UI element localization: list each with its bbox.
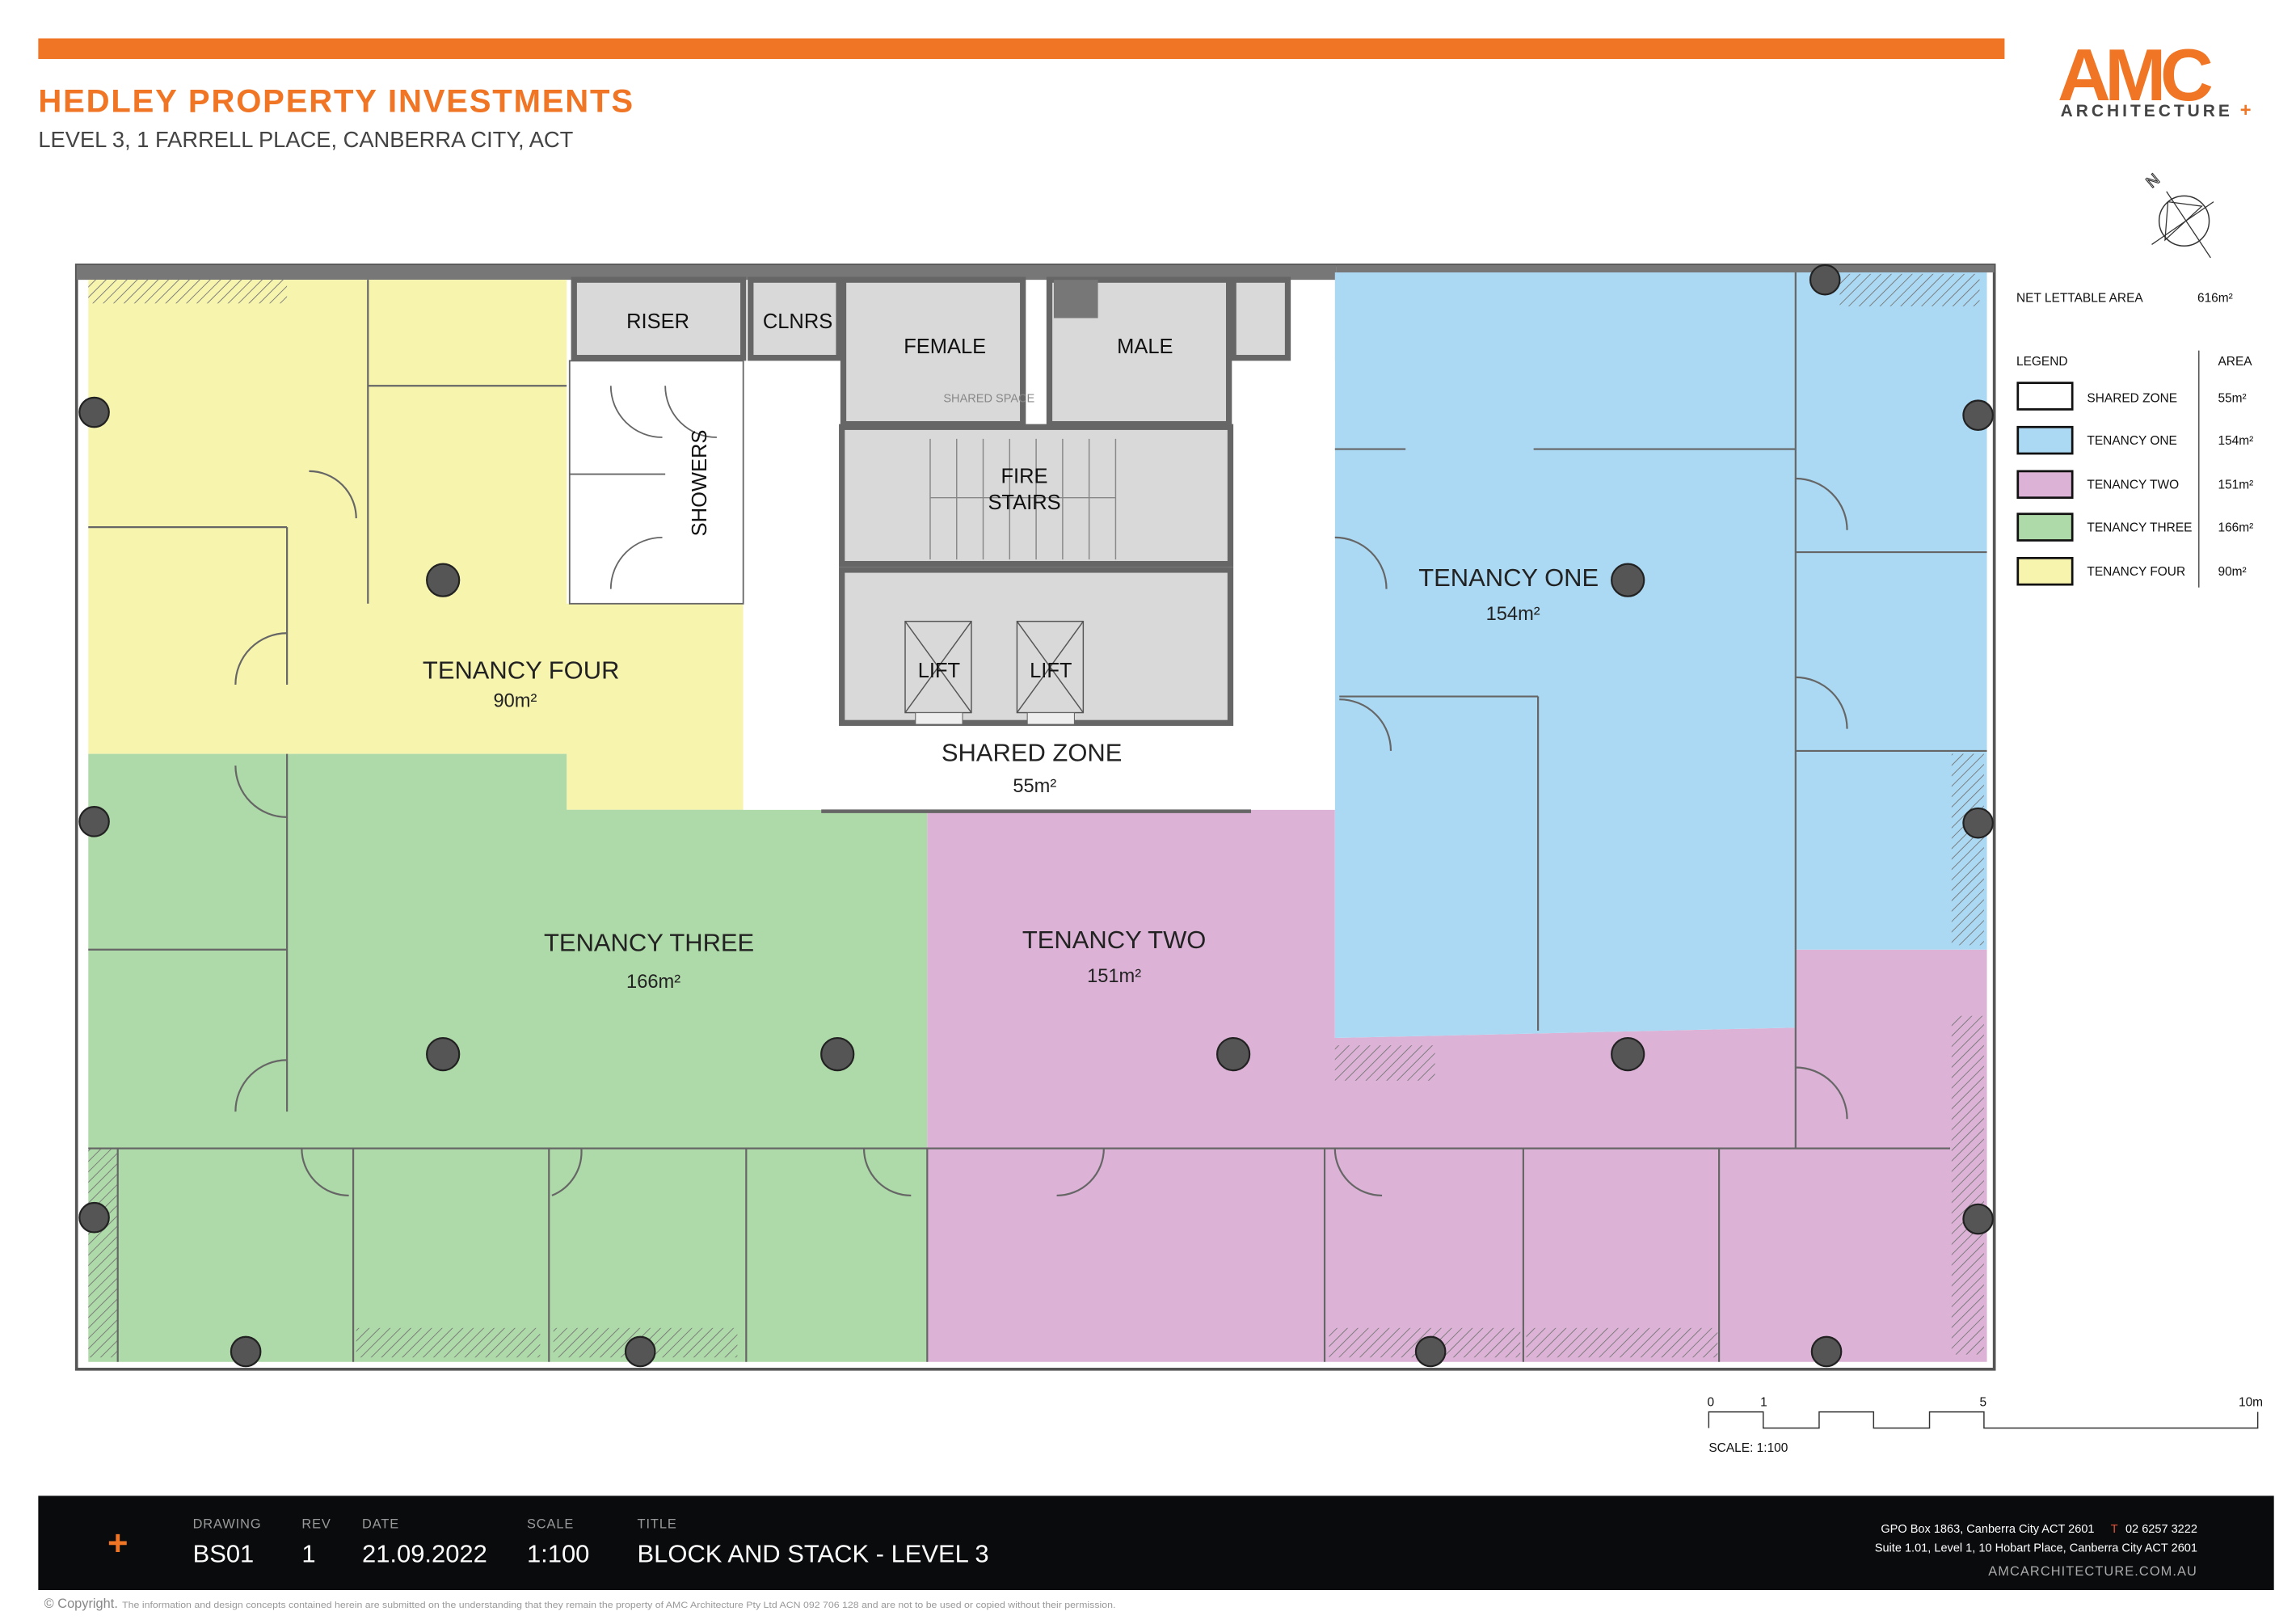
scale-bar: 0 1 5 10m SCALE: 1:100: [1708, 1395, 2264, 1454]
legend-item-shared-zone: SHARED ZONE 55m²: [2016, 382, 2247, 411]
svg-text:0: 0: [1708, 1395, 1715, 1409]
svg-text:10m: 10m: [2239, 1395, 2263, 1409]
area-shared-zone: 55m²: [1013, 776, 1056, 797]
svg-text:T: T: [2111, 1523, 2118, 1536]
room-lift-1: LIFT: [918, 660, 960, 682]
header-accent-bar: [38, 38, 2005, 59]
svg-text:SHOWERS: SHOWERS: [689, 430, 711, 537]
structural-columns: [78, 264, 1994, 1368]
svg-text:55m²: 55m²: [2218, 391, 2246, 405]
drawing-date: 21.09.2022: [362, 1539, 487, 1567]
legend: NET LETTABLE AREA 616m² LEGEND AREA SHAR…: [2016, 291, 2253, 588]
svg-text:ARCHITECTURE: ARCHITECTURE: [2061, 102, 2233, 120]
project-title: HEDLEY PROPERTY INVESTMENTS: [38, 84, 634, 120]
label-shared-zone: SHARED ZONE: [942, 739, 1122, 767]
svg-text:DATE: DATE: [362, 1516, 399, 1531]
showers-room: SHOWERS: [568, 360, 744, 605]
svg-text:Suite 1.01, Level 1, 10 Hobart: Suite 1.01, Level 1, 10 Hobart Place, Ca…: [1875, 1542, 2197, 1555]
area-tenancy-two: 151m²: [1087, 966, 1141, 987]
drawing-number: BS01: [193, 1539, 255, 1567]
svg-text:154m²: 154m²: [2218, 434, 2253, 448]
room-riser: RISER: [626, 310, 689, 333]
legend-title: LEGEND: [2016, 355, 2068, 369]
area-tenancy-one: 154m²: [1486, 604, 1540, 625]
svg-text:DRAWING: DRAWING: [193, 1516, 262, 1531]
room-lift-2: LIFT: [1030, 660, 1072, 682]
svg-text:TITLE: TITLE: [638, 1516, 677, 1531]
label-tenancy-three: TENANCY THREE: [544, 929, 754, 957]
svg-text:+: +: [2240, 100, 2252, 121]
svg-text:TENANCY THREE: TENANCY THREE: [2087, 521, 2192, 535]
copyright-label: © Copyright.: [44, 1597, 118, 1611]
room-male: MALE: [1117, 335, 1173, 358]
svg-text:TENANCY ONE: TENANCY ONE: [2087, 434, 2176, 448]
website-link[interactable]: AMCARCHITECTURE.COM.AU: [1988, 1564, 2197, 1579]
room-shared-space: SHARED SPACE: [943, 392, 1034, 405]
zone-tenancy-two[interactable]: [927, 809, 1987, 1362]
copyright-text: The information and design concepts cont…: [122, 1601, 1115, 1610]
legend-item-tenancy-one: TENANCY ONE 154m²: [2016, 425, 2253, 455]
room-fire-stairs: FIRE: [1001, 465, 1047, 487]
svg-text:AMC: AMC: [2058, 35, 2212, 116]
label-tenancy-four: TENANCY FOUR: [423, 656, 620, 685]
legend-item-tenancy-four: TENANCY FOUR 90m²: [2016, 556, 2247, 586]
drawing-title: BLOCK AND STACK - LEVEL 3: [638, 1539, 989, 1567]
svg-text:1: 1: [1760, 1395, 1767, 1409]
scale-label: SCALE: 1:100: [1708, 1441, 1788, 1455]
legend-item-tenancy-two: TENANCY TWO 151m²: [2016, 470, 2253, 500]
svg-text:166m²: 166m²: [2218, 521, 2253, 535]
svg-text:STAIRS: STAIRS: [988, 491, 1060, 514]
north-arrow-icon: N: [2142, 170, 2214, 259]
drawing-scale: 1:100: [527, 1539, 589, 1567]
amc-logo: AMC ARCHITECTURE +: [2058, 35, 2252, 121]
plus-icon: +: [107, 1523, 128, 1563]
svg-text:GPO Box 1863, Canberra City AC: GPO Box 1863, Canberra City ACT 2601: [1881, 1523, 2094, 1536]
legend-area-header: AREA: [2218, 355, 2252, 369]
svg-text:02 6257 3222: 02 6257 3222: [2125, 1523, 2197, 1536]
net-lettable-value: 616m²: [2197, 291, 2233, 305]
area-tenancy-four: 90m²: [493, 690, 537, 711]
svg-text:5: 5: [1979, 1395, 1986, 1409]
building-core: RISER CLNRS FEMALE MALE SHARED SPACE FIR…: [571, 276, 1291, 726]
svg-text:SHARED ZONE: SHARED ZONE: [2087, 391, 2177, 405]
room-female: FEMALE: [904, 335, 986, 358]
zone-tenancy-one[interactable]: [1334, 272, 1987, 1039]
zone-tenancy-three[interactable]: [88, 753, 928, 1362]
revision: 1: [301, 1539, 315, 1567]
legend-item-tenancy-three: TENANCY THREE 166m²: [2016, 513, 2253, 542]
svg-text:TENANCY FOUR: TENANCY FOUR: [2087, 565, 2185, 579]
area-tenancy-three: 166m²: [626, 972, 680, 993]
title-block: + DRAWING REV DATE SCALE TITLE BS01 1 21…: [38, 1495, 2274, 1590]
svg-text:TENANCY TWO: TENANCY TWO: [2087, 479, 2179, 492]
svg-text:N: N: [2143, 171, 2163, 192]
svg-text:REV: REV: [301, 1516, 331, 1531]
label-tenancy-one: TENANCY ONE: [1418, 563, 1599, 592]
zone-tenancy-four[interactable]: [88, 280, 744, 810]
floor-plan: SHOWERS RISER CLNRS FEM: [74, 264, 1996, 1371]
svg-text:SCALE: SCALE: [527, 1516, 574, 1531]
room-cleaners: CLNRS: [763, 310, 832, 333]
net-lettable-label: NET LETTABLE AREA: [2016, 291, 2143, 305]
svg-text:151m²: 151m²: [2218, 479, 2253, 492]
svg-text:90m²: 90m²: [2218, 565, 2246, 579]
label-tenancy-two: TENANCY TWO: [1022, 926, 1206, 954]
project-address: LEVEL 3, 1 FARRELL PLACE, CANBERRA CITY,…: [38, 127, 573, 152]
